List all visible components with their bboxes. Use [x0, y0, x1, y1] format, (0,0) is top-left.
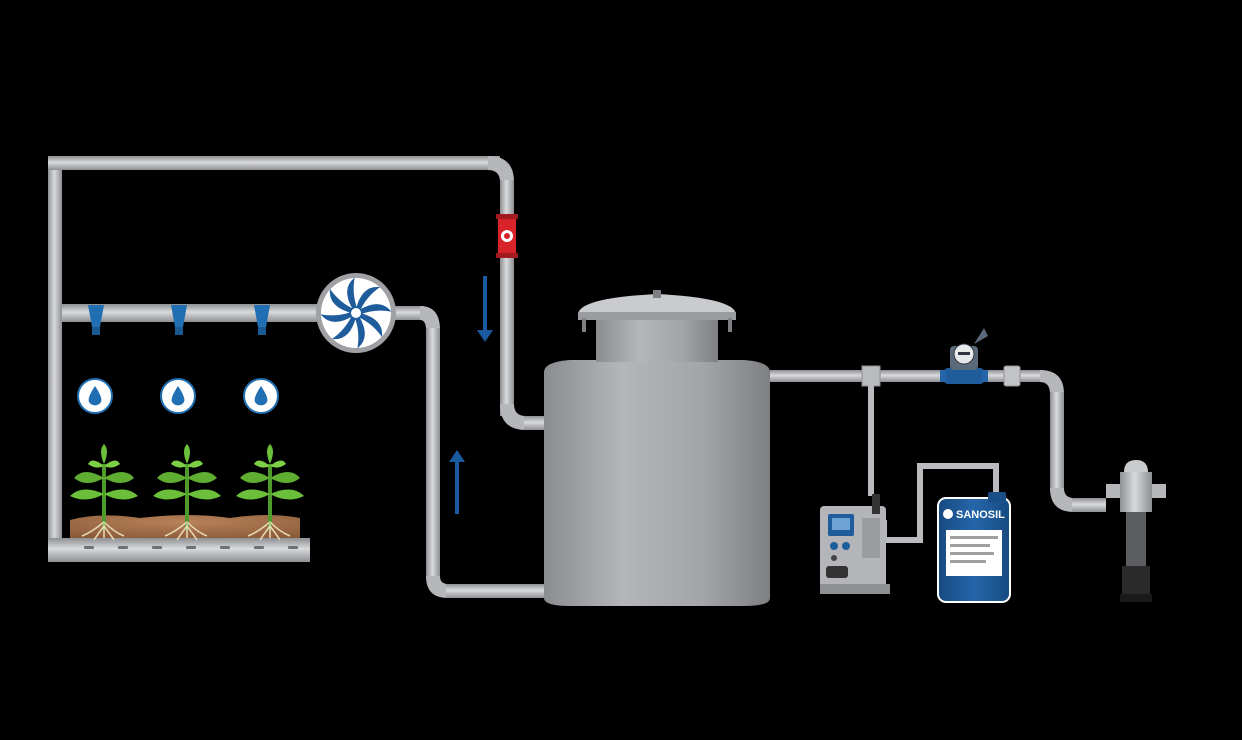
water-drops [77, 378, 279, 414]
tank-inlet-elbow [500, 404, 526, 430]
water-meter-icon [940, 328, 988, 384]
tee-fitting [861, 365, 881, 387]
supply-bottom-elbow [426, 576, 448, 598]
hydrant-elbow [1050, 488, 1074, 512]
drip-emitter-icon [254, 305, 270, 335]
drip-emitter-icon [171, 305, 187, 335]
plant-bed [48, 515, 310, 562]
tank-lid-handle [653, 290, 661, 298]
left-vertical-pipe [48, 156, 62, 562]
drip-emitters [88, 305, 270, 335]
top-return-pipe [48, 156, 500, 170]
plant-icon [236, 444, 304, 541]
tank-lid-rim [578, 312, 736, 320]
hydrant-icon [1106, 460, 1166, 602]
hydrant-supply-pipe [1050, 392, 1064, 490]
canister-brand-label: SANOSIL [956, 509, 1005, 521]
plant-icon [153, 444, 221, 541]
ball-valve-icon [496, 214, 518, 258]
flow-arrow-icon [449, 450, 465, 514]
flow-arrows [449, 276, 493, 514]
drip-emitter-icon [88, 305, 104, 335]
tank-lid-clip-left [582, 318, 586, 332]
chemical-canister-icon: SANOSIL [937, 492, 1011, 603]
water-drop-icon [77, 378, 113, 414]
pump-suction-line [868, 384, 874, 496]
water-drop-icon [160, 378, 196, 414]
top-elbow [488, 156, 514, 182]
tank-body [544, 360, 770, 606]
flow-arrow-icon [477, 276, 493, 342]
tank-lid-clip-right [728, 318, 732, 332]
filter-outlet-elbow [420, 306, 440, 330]
supply-riser-pipe [426, 328, 440, 578]
meter-elbow [1040, 370, 1064, 394]
tank-inlet-pipe [524, 416, 546, 430]
water-drop-icon [243, 378, 279, 414]
tank-to-meter-pipe [770, 370, 946, 382]
filter-outlet-pipe [390, 306, 424, 320]
union-fitting [1003, 365, 1021, 387]
tray-holes [84, 546, 298, 549]
storage-tank-icon [544, 290, 770, 606]
dosing-pump-icon [820, 494, 890, 594]
tank-neck [596, 318, 718, 362]
bed-tray [48, 538, 310, 562]
tank-outlet-pipe [446, 584, 546, 598]
hydrant-feed-pipe [1072, 498, 1106, 512]
fan-filter-icon [316, 273, 396, 353]
plants [70, 444, 304, 541]
plant-icon [70, 444, 138, 541]
tank-lid [578, 294, 736, 314]
